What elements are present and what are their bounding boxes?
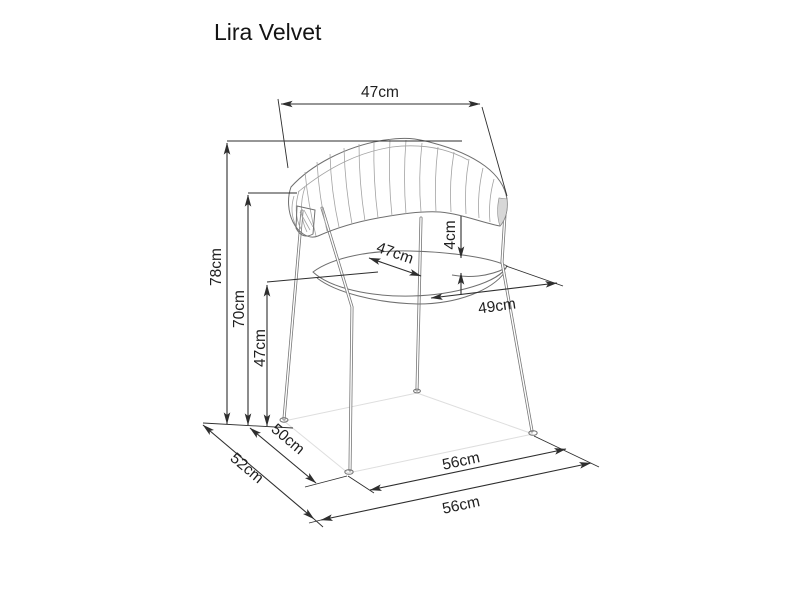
label-inner-depth: 50cm: [268, 421, 308, 458]
front-right-leg: [500, 212, 534, 433]
dimension-total-height: 78cm: [202, 140, 462, 429]
back-left-leg: [282, 209, 304, 421]
backrest: [288, 137, 508, 238]
label-seat-width: 47cm: [374, 239, 415, 267]
label-armrest-height: 70cm: [231, 290, 248, 328]
backrest-right-end: [497, 197, 508, 227]
dimension-total-depth: 52cm: [202, 424, 324, 528]
dimension-seat-height: 47cm: [252, 271, 379, 427]
label-seat-thickness: 4cm: [442, 220, 459, 249]
label-seat-height: 47cm: [252, 329, 269, 367]
front-left-leg: [320, 206, 354, 472]
dimension-armrest-height: 70cm: [231, 192, 297, 426]
label-seat-front-width: 49cm: [477, 295, 517, 317]
label-total-depth: 52cm: [227, 450, 267, 487]
dimension-front-leg-span: 56cm: [347, 435, 600, 494]
dimension-seat-width: 47cm: [368, 239, 422, 277]
chair-feet: [279, 388, 538, 475]
backrest-pleats: [304, 138, 495, 237]
label-total-width: 56cm: [441, 493, 482, 518]
dimension-seat-front-width: 49cm: [430, 265, 564, 318]
floor-guides: [283, 392, 534, 474]
dimension-backrest-width: 47cm: [277, 84, 508, 197]
page-title: Lira Velvet: [214, 19, 322, 45]
chair-illustration: [279, 137, 538, 475]
armrest-end-cap: [291, 186, 316, 237]
label-total-height: 78cm: [208, 248, 225, 286]
dimension-seat-thickness: 4cm: [442, 216, 465, 295]
label-backrest-width: 47cm: [361, 84, 399, 101]
label-front-leg-span: 56cm: [441, 449, 482, 474]
